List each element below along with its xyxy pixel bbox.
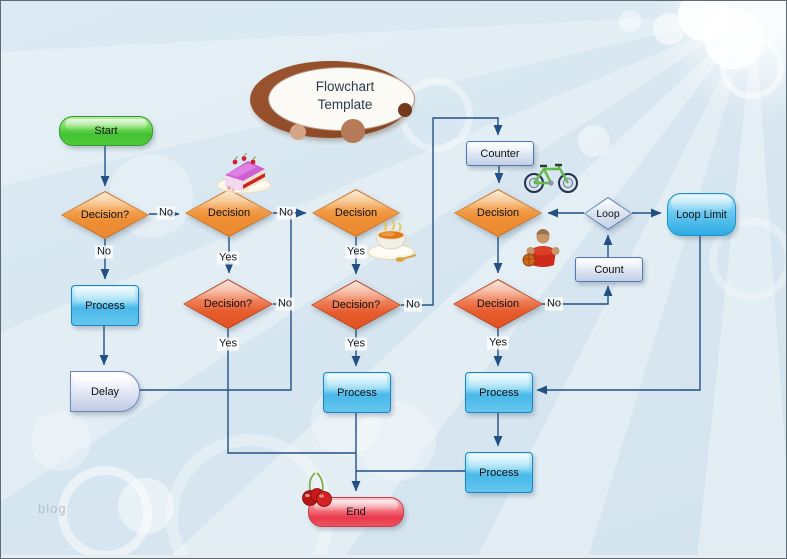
coffee-cup-image — [364, 219, 422, 270]
connector-decision6-counter — [401, 117, 503, 306]
counter-node: Counter — [466, 141, 534, 166]
delay-node: Delay — [70, 371, 140, 412]
watermark: blog — [38, 501, 67, 516]
diagram-title: Flowchart Template — [280, 78, 410, 114]
title-dot-dark — [398, 103, 412, 117]
basketball-player-image — [520, 228, 562, 275]
title-dot-brown — [341, 119, 365, 143]
process4-label: Process — [479, 466, 519, 479]
decision5-label: Decision? — [203, 298, 253, 310]
edge-label-no: No — [403, 298, 423, 312]
end-node: End — [308, 497, 404, 527]
process1-node: Process — [71, 285, 139, 326]
decision2-label: Decision — [207, 207, 251, 219]
title-ellipse-inner — [268, 67, 415, 131]
edge-label-yes: Yes — [217, 251, 239, 265]
count-label: Count — [594, 263, 624, 276]
loop-limit-label: Loop Limit — [676, 208, 727, 221]
edge-label-yes: Yes — [487, 336, 509, 350]
edge-label-no: No — [276, 206, 296, 220]
decision4-node: Decision — [454, 189, 542, 237]
process3-node: Process — [465, 372, 533, 413]
edge-label-yes: Yes — [345, 245, 367, 259]
loop-node: Loop — [584, 197, 632, 230]
start-label: Start — [94, 125, 118, 137]
edge-label-no: No — [156, 206, 176, 220]
loop-limit-node: Loop Limit — [667, 193, 736, 236]
diagram-title-line2: Template — [317, 97, 373, 112]
decision6-label: Decision? — [331, 299, 381, 311]
decision7-label: Decision — [476, 298, 520, 310]
bicycle-image — [522, 158, 580, 199]
decision1-label: Decision? — [80, 209, 130, 221]
connector-decision5-end — [227, 329, 356, 454]
connector-decision7-count — [542, 285, 613, 305]
edge-label-no: No — [275, 297, 295, 311]
process1-label: Process — [85, 299, 125, 312]
process2-label: Process — [337, 386, 377, 399]
edge-label-yes: Yes — [345, 337, 367, 351]
decision2-node: Decision — [185, 189, 273, 237]
loop-label: Loop — [596, 207, 620, 220]
edge-label-no: No — [94, 245, 114, 259]
diagram-title-line1: Flowchart — [315, 79, 375, 94]
connector-looplimit-process3 — [536, 234, 701, 395]
count-node: Count — [575, 257, 643, 282]
edge-label-no: No — [544, 297, 564, 311]
start-node: Start — [59, 116, 153, 146]
connector-delay-merge — [138, 213, 292, 391]
decision7-node: Decision — [453, 279, 543, 329]
process4-node: Process — [465, 452, 533, 493]
decision6-node: Decision? — [311, 280, 401, 330]
process3-label: Process — [479, 386, 519, 399]
process2-node: Process — [323, 372, 391, 413]
counter-label: Counter — [480, 147, 520, 160]
edge-label-yes: Yes — [217, 337, 239, 351]
decision4-label: Decision — [476, 207, 520, 219]
title-dot-tan — [290, 124, 306, 140]
cake-image — [213, 148, 277, 199]
end-label: End — [346, 506, 366, 518]
decision3-label: Decision — [334, 207, 378, 219]
decision5-node: Decision? — [183, 279, 273, 329]
decision1-node: Decision? — [61, 191, 149, 239]
bottom-edge — [1, 555, 786, 558]
cherries-image — [300, 472, 338, 513]
delay-label: Delay — [90, 385, 120, 398]
